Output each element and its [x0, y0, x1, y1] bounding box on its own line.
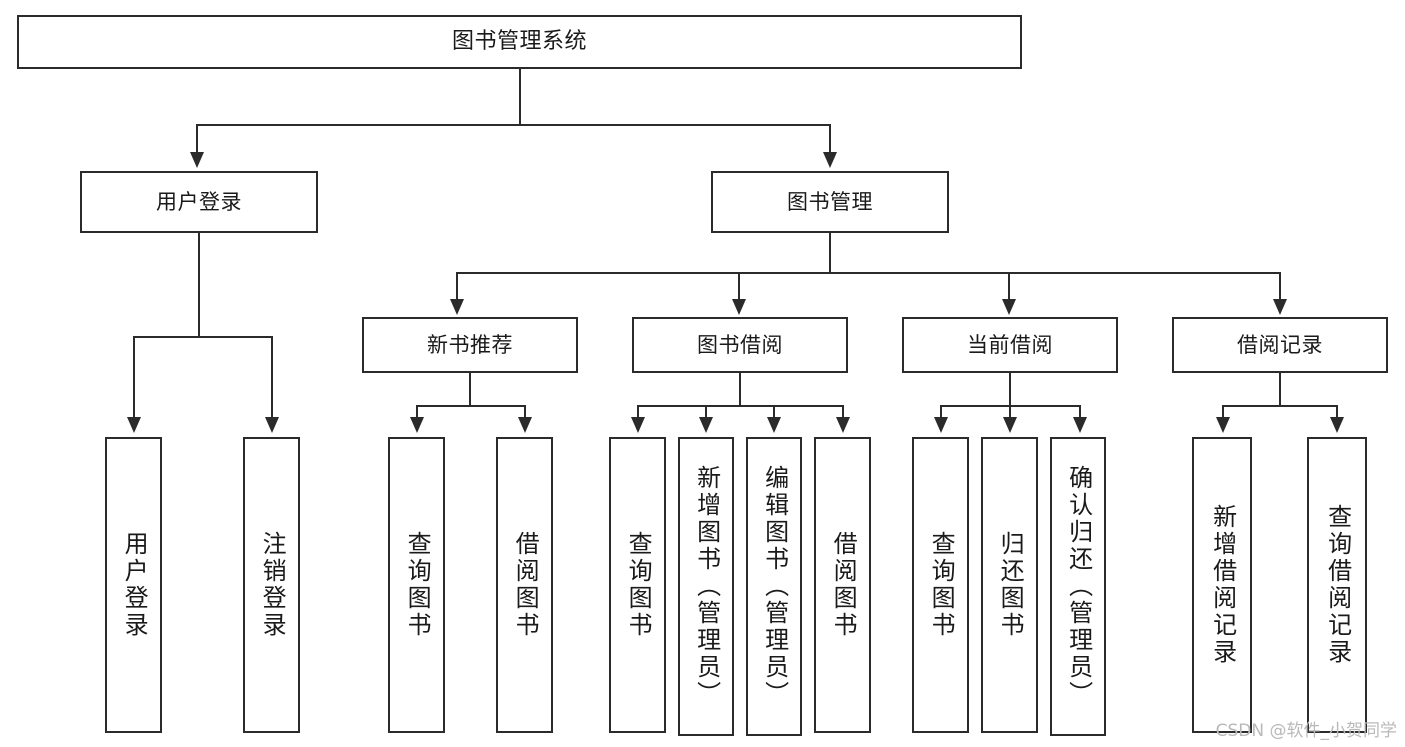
leaf-user-login[interactable]: 用户登录: [105, 437, 162, 733]
node-label: 图书管理: [787, 189, 873, 214]
connector-root-bus: [196, 124, 831, 126]
connector-book-manage-drop-3: [1008, 272, 1010, 302]
arrowhead-user-login-leaf-2: [265, 417, 279, 433]
connector-book-manage-bus: [456, 272, 1280, 274]
connector-book-borrow-drop-1: [637, 405, 639, 420]
connector-new-book-drop-1: [416, 405, 418, 420]
node-label: 确认归还（管理员）: [1064, 465, 1093, 708]
node-book-borrow[interactable]: 图书借阅: [632, 317, 848, 373]
node-current-borrow[interactable]: 当前借阅: [902, 317, 1118, 373]
node-label: 新增借阅记录: [1208, 504, 1237, 666]
arrowhead-new-book-leaf-2: [518, 417, 532, 433]
node-label: 查询图书: [403, 531, 432, 639]
connector-borrow-record-stem: [1279, 373, 1281, 406]
node-label: 注销登录: [258, 531, 287, 639]
arrowhead-borrow-record-leaf-1: [1216, 417, 1230, 433]
connector-book-borrow-drop-4: [842, 405, 844, 420]
connector-book-borrow-drop-2: [705, 405, 707, 420]
connector-book-borrow-stem: [739, 373, 741, 406]
connector-current-borrow-stem: [1009, 373, 1011, 406]
connector-borrow-record-drop-2: [1336, 405, 1338, 420]
watermark-text: CSDN @软件_小贺同学: [1215, 721, 1397, 741]
connector-new-book-stem: [469, 373, 471, 406]
connector-book-manage-drop-2: [738, 272, 740, 302]
leaf-return-book[interactable]: 归还图书: [981, 437, 1038, 733]
connector-new-book-drop-2: [524, 405, 526, 420]
node-new-book-recommend[interactable]: 新书推荐: [362, 317, 578, 373]
connector-user-login-bus: [133, 336, 272, 338]
node-label: 借阅图书: [511, 531, 540, 639]
node-borrow-record[interactable]: 借阅记录: [1172, 317, 1388, 373]
leaf-query-book-current[interactable]: 查询图书: [912, 437, 969, 733]
leaf-confirm-return-admin[interactable]: 确认归还（管理员）: [1050, 437, 1106, 736]
node-label: 归还图书: [996, 531, 1025, 639]
arrowhead-to-book-manage: [823, 152, 837, 168]
arrowhead-book-borrow-leaf-2: [699, 417, 713, 433]
arrowhead-to-book-borrow: [732, 299, 746, 315]
leaf-borrow-book[interactable]: 借阅图书: [814, 437, 871, 733]
node-label: 图书借阅: [697, 332, 783, 357]
arrowhead-book-borrow-leaf-1: [631, 417, 645, 433]
leaf-edit-book-admin[interactable]: 编辑图书（管理员）: [746, 437, 802, 736]
node-label: 图书管理系统: [451, 29, 587, 55]
arrowhead-book-borrow-leaf-3: [767, 417, 781, 433]
connector-book-borrow-drop-3: [773, 405, 775, 420]
node-label: 查询图书: [624, 531, 653, 639]
node-label: 借阅记录: [1237, 332, 1323, 357]
leaf-add-book-admin[interactable]: 新增图书（管理员）: [678, 437, 734, 736]
leaf-user-logout[interactable]: 注销登录: [243, 437, 300, 733]
arrowhead-book-borrow-leaf-4: [836, 417, 850, 433]
arrowhead-user-login-leaf-1: [127, 417, 141, 433]
connector-user-login-drop-1: [133, 336, 135, 420]
leaf-query-borrow-record[interactable]: 查询借阅记录: [1307, 437, 1367, 733]
connector-root-stem: [519, 69, 521, 125]
leaf-query-book-borrow[interactable]: 查询图书: [609, 437, 666, 733]
node-label: 新增图书（管理员）: [692, 465, 721, 708]
node-root-library-system[interactable]: 图书管理系统: [17, 15, 1022, 69]
connector-borrow-record-drop-1: [1222, 405, 1224, 420]
node-label: 查询借阅记录: [1323, 504, 1352, 666]
arrowhead-new-book-leaf-1: [410, 417, 424, 433]
connector-current-borrow-drop-3: [1079, 405, 1081, 420]
connector-current-borrow-drop-1: [940, 405, 942, 420]
connector-user-login-drop-2: [271, 336, 273, 420]
arrowhead-to-user-login: [190, 152, 204, 168]
node-user-login[interactable]: 用户登录: [80, 171, 318, 233]
node-label: 用户登录: [156, 189, 242, 214]
connector-current-borrow-drop-2: [1009, 405, 1011, 420]
node-label: 借阅图书: [829, 531, 858, 639]
connector-book-manage-drop-4: [1279, 272, 1281, 302]
leaf-query-book-recommend[interactable]: 查询图书: [388, 437, 445, 733]
leaf-borrow-book-recommend[interactable]: 借阅图书: [496, 437, 553, 733]
connector-book-manage-drop-1: [456, 272, 458, 302]
connector-new-book-bus: [416, 405, 526, 407]
connector-user-login-stem: [198, 233, 200, 337]
connector-root-drop-left: [196, 124, 198, 156]
node-book-management[interactable]: 图书管理: [711, 171, 949, 233]
connector-book-manage-stem: [829, 233, 831, 273]
arrowhead-to-borrow-record: [1273, 299, 1287, 315]
node-label: 查询图书: [927, 531, 956, 639]
arrowhead-current-borrow-leaf-3: [1073, 417, 1087, 433]
arrowhead-current-borrow-leaf-2: [1003, 417, 1017, 433]
leaf-add-borrow-record[interactable]: 新增借阅记录: [1192, 437, 1252, 733]
node-label: 当前借阅: [967, 332, 1053, 357]
arrowhead-to-current-borrow: [1002, 299, 1016, 315]
node-label: 用户登录: [120, 531, 149, 639]
node-label: 新书推荐: [427, 332, 513, 357]
connector-root-drop-right: [829, 124, 831, 156]
node-label: 编辑图书（管理员）: [760, 465, 789, 708]
connector-book-borrow-bus: [637, 405, 844, 407]
arrowhead-borrow-record-leaf-2: [1330, 417, 1344, 433]
arrowhead-to-new-book-recommend: [450, 299, 464, 315]
arrowhead-current-borrow-leaf-1: [934, 417, 948, 433]
connector-borrow-record-bus: [1222, 405, 1338, 407]
